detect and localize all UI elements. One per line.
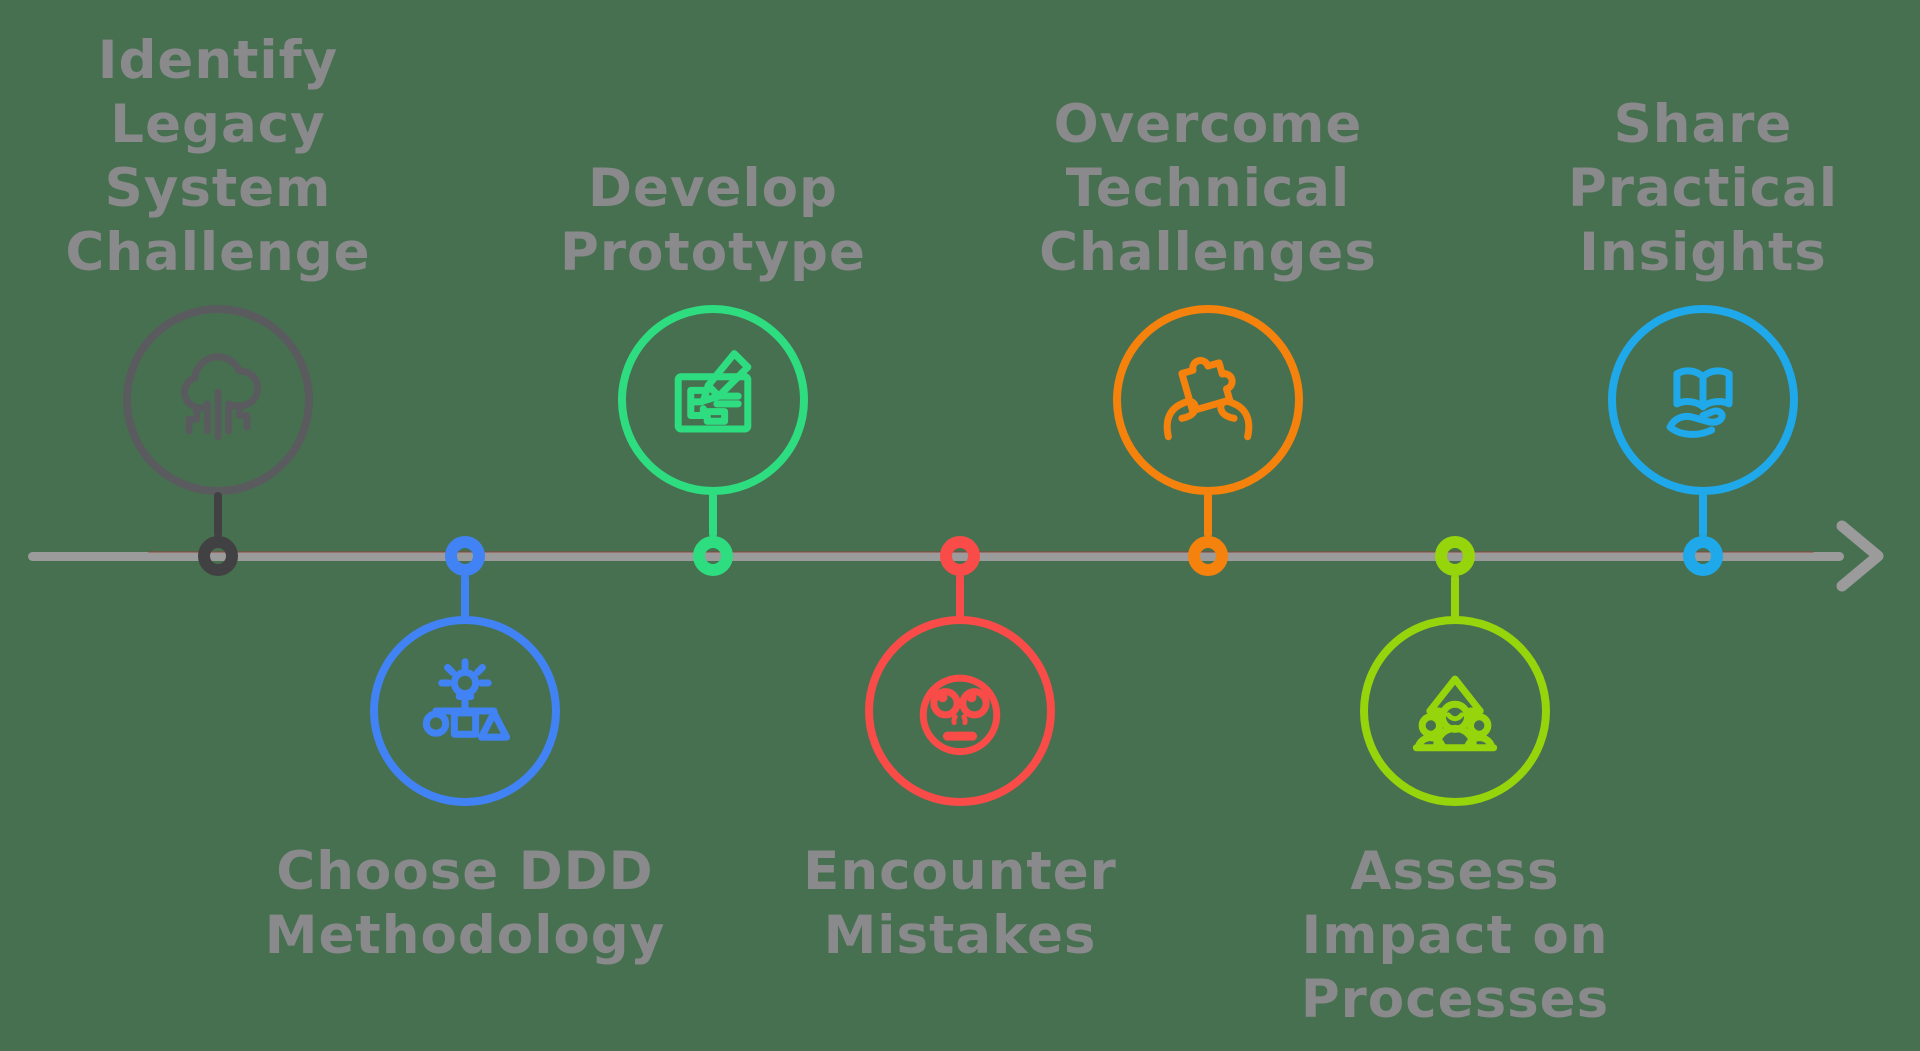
people-growth-icon — [1397, 653, 1513, 769]
connector — [214, 492, 222, 538]
idea-shapes-icon — [407, 653, 523, 769]
milestone-label: Choose DDD Methodology — [264, 841, 666, 966]
milestone-circle — [865, 616, 1055, 806]
milestone-circle — [123, 305, 313, 495]
milestone-label: Assess Impact on Processes — [1300, 841, 1610, 1030]
puzzle-hands-icon — [1150, 342, 1266, 458]
connector — [1451, 574, 1459, 620]
milestone-label: Develop Prototype — [560, 158, 866, 283]
connector — [461, 574, 469, 620]
milestone-label: Share Practical Insights — [1567, 94, 1838, 283]
blueprint-pencil-icon — [655, 342, 771, 458]
milestone-label: Overcome Technical Challenges — [1039, 94, 1377, 283]
book-hand-icon — [1645, 342, 1761, 458]
connector — [709, 492, 717, 538]
milestone-circle — [1608, 305, 1798, 495]
connector — [1699, 492, 1707, 538]
timeline-axis — [28, 551, 1844, 561]
timeline-arrowhead-icon — [1834, 518, 1892, 598]
connector — [1204, 492, 1212, 538]
connector — [956, 574, 964, 620]
cloud-circuit-icon — [160, 342, 276, 458]
milestone-circle — [370, 616, 560, 806]
milestone-circle — [1360, 616, 1550, 806]
milestone-circle — [1113, 305, 1303, 495]
milestone-label: Identify Legacy System Challenge — [65, 30, 371, 283]
milestone-circle — [618, 305, 808, 495]
milestone-label: Encounter Mistakes — [803, 841, 1117, 966]
embarrassed-face-icon — [902, 653, 1018, 769]
